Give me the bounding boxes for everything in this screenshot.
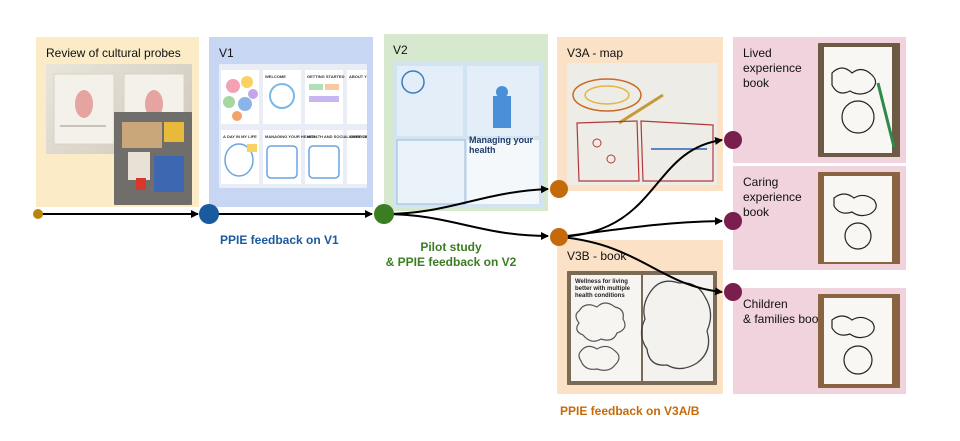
probes-kit-illustration [114,112,192,205]
lived-label: Lived experience book [743,46,802,90]
v1-cards-photo: WELCOME GETTING STARTED ABOUT YOU A DAY IN … [219,64,367,188]
v1-cards-illustration: WELCOME GETTING STARTED ABOUT YOU A DAY IN … [221,70,367,184]
v1-card-title: HEALTH AND SOCIAL CARE CONVERSATIONS [307,134,367,139]
v1-card-title: MANAGING YOUR HEALTH [265,134,317,139]
children-book-photo [818,294,900,388]
v3b-book-illustration [567,271,717,385]
lived-book-photo [818,43,900,157]
caring-book-illustration [818,172,900,264]
v3b-book-photo [567,271,717,385]
v1-card-title: GETTING STARTED [307,74,345,79]
v2-heading-text: Managing your health [469,135,534,155]
v1-card-title: IMPROVING COMMUNICATION [349,134,367,139]
v1-card-title: WELCOME [265,74,286,79]
v2-label: V2 [393,43,408,57]
v2-node [374,204,394,224]
flow-line-v2-v3a [383,185,549,215]
v3b-node [550,228,568,246]
caring-label: Caring experience book [743,175,802,219]
v1-card-title: ABOUT YOU [349,74,367,79]
ppie-v1-caption: PPIE feedback on V1 [220,233,339,247]
v3b-label: V3B - book [567,249,627,263]
v3a-map-illustration [567,63,717,185]
v2-booklet-photo [393,62,543,208]
caring-node [724,212,742,230]
pilot-caption: Pilot study & PPIE feedback on V2 [385,240,517,269]
flow-line-v3-children [559,236,723,296]
v1-label: V1 [219,46,234,60]
review-label: Review of cultural probes [46,46,181,60]
children-book-illustration [818,294,900,388]
flow-line-v2-v3b [383,213,549,240]
v3a-label: V3A - map [567,46,624,60]
lived-book-illustration [818,43,900,157]
children-node [724,283,742,301]
flow-line-v3-caring [559,217,723,238]
v3a-node [550,180,568,198]
probes-kit-photo [114,112,192,205]
v1-node [199,204,219,224]
children-label: Children & families book [743,297,825,326]
v3a-map-photo [567,63,717,185]
lived-node [724,131,742,149]
v2-booklet-illustration [393,62,543,208]
caring-book-photo [818,172,900,264]
v3b-heading-text: Wellness for living better with multiple… [575,279,631,299]
v1-card-title: A DAY IN MY LIFE [223,134,257,139]
start-node [33,209,43,219]
ppie-v3-caption: PPIE feedback on V3A/B [560,404,700,418]
